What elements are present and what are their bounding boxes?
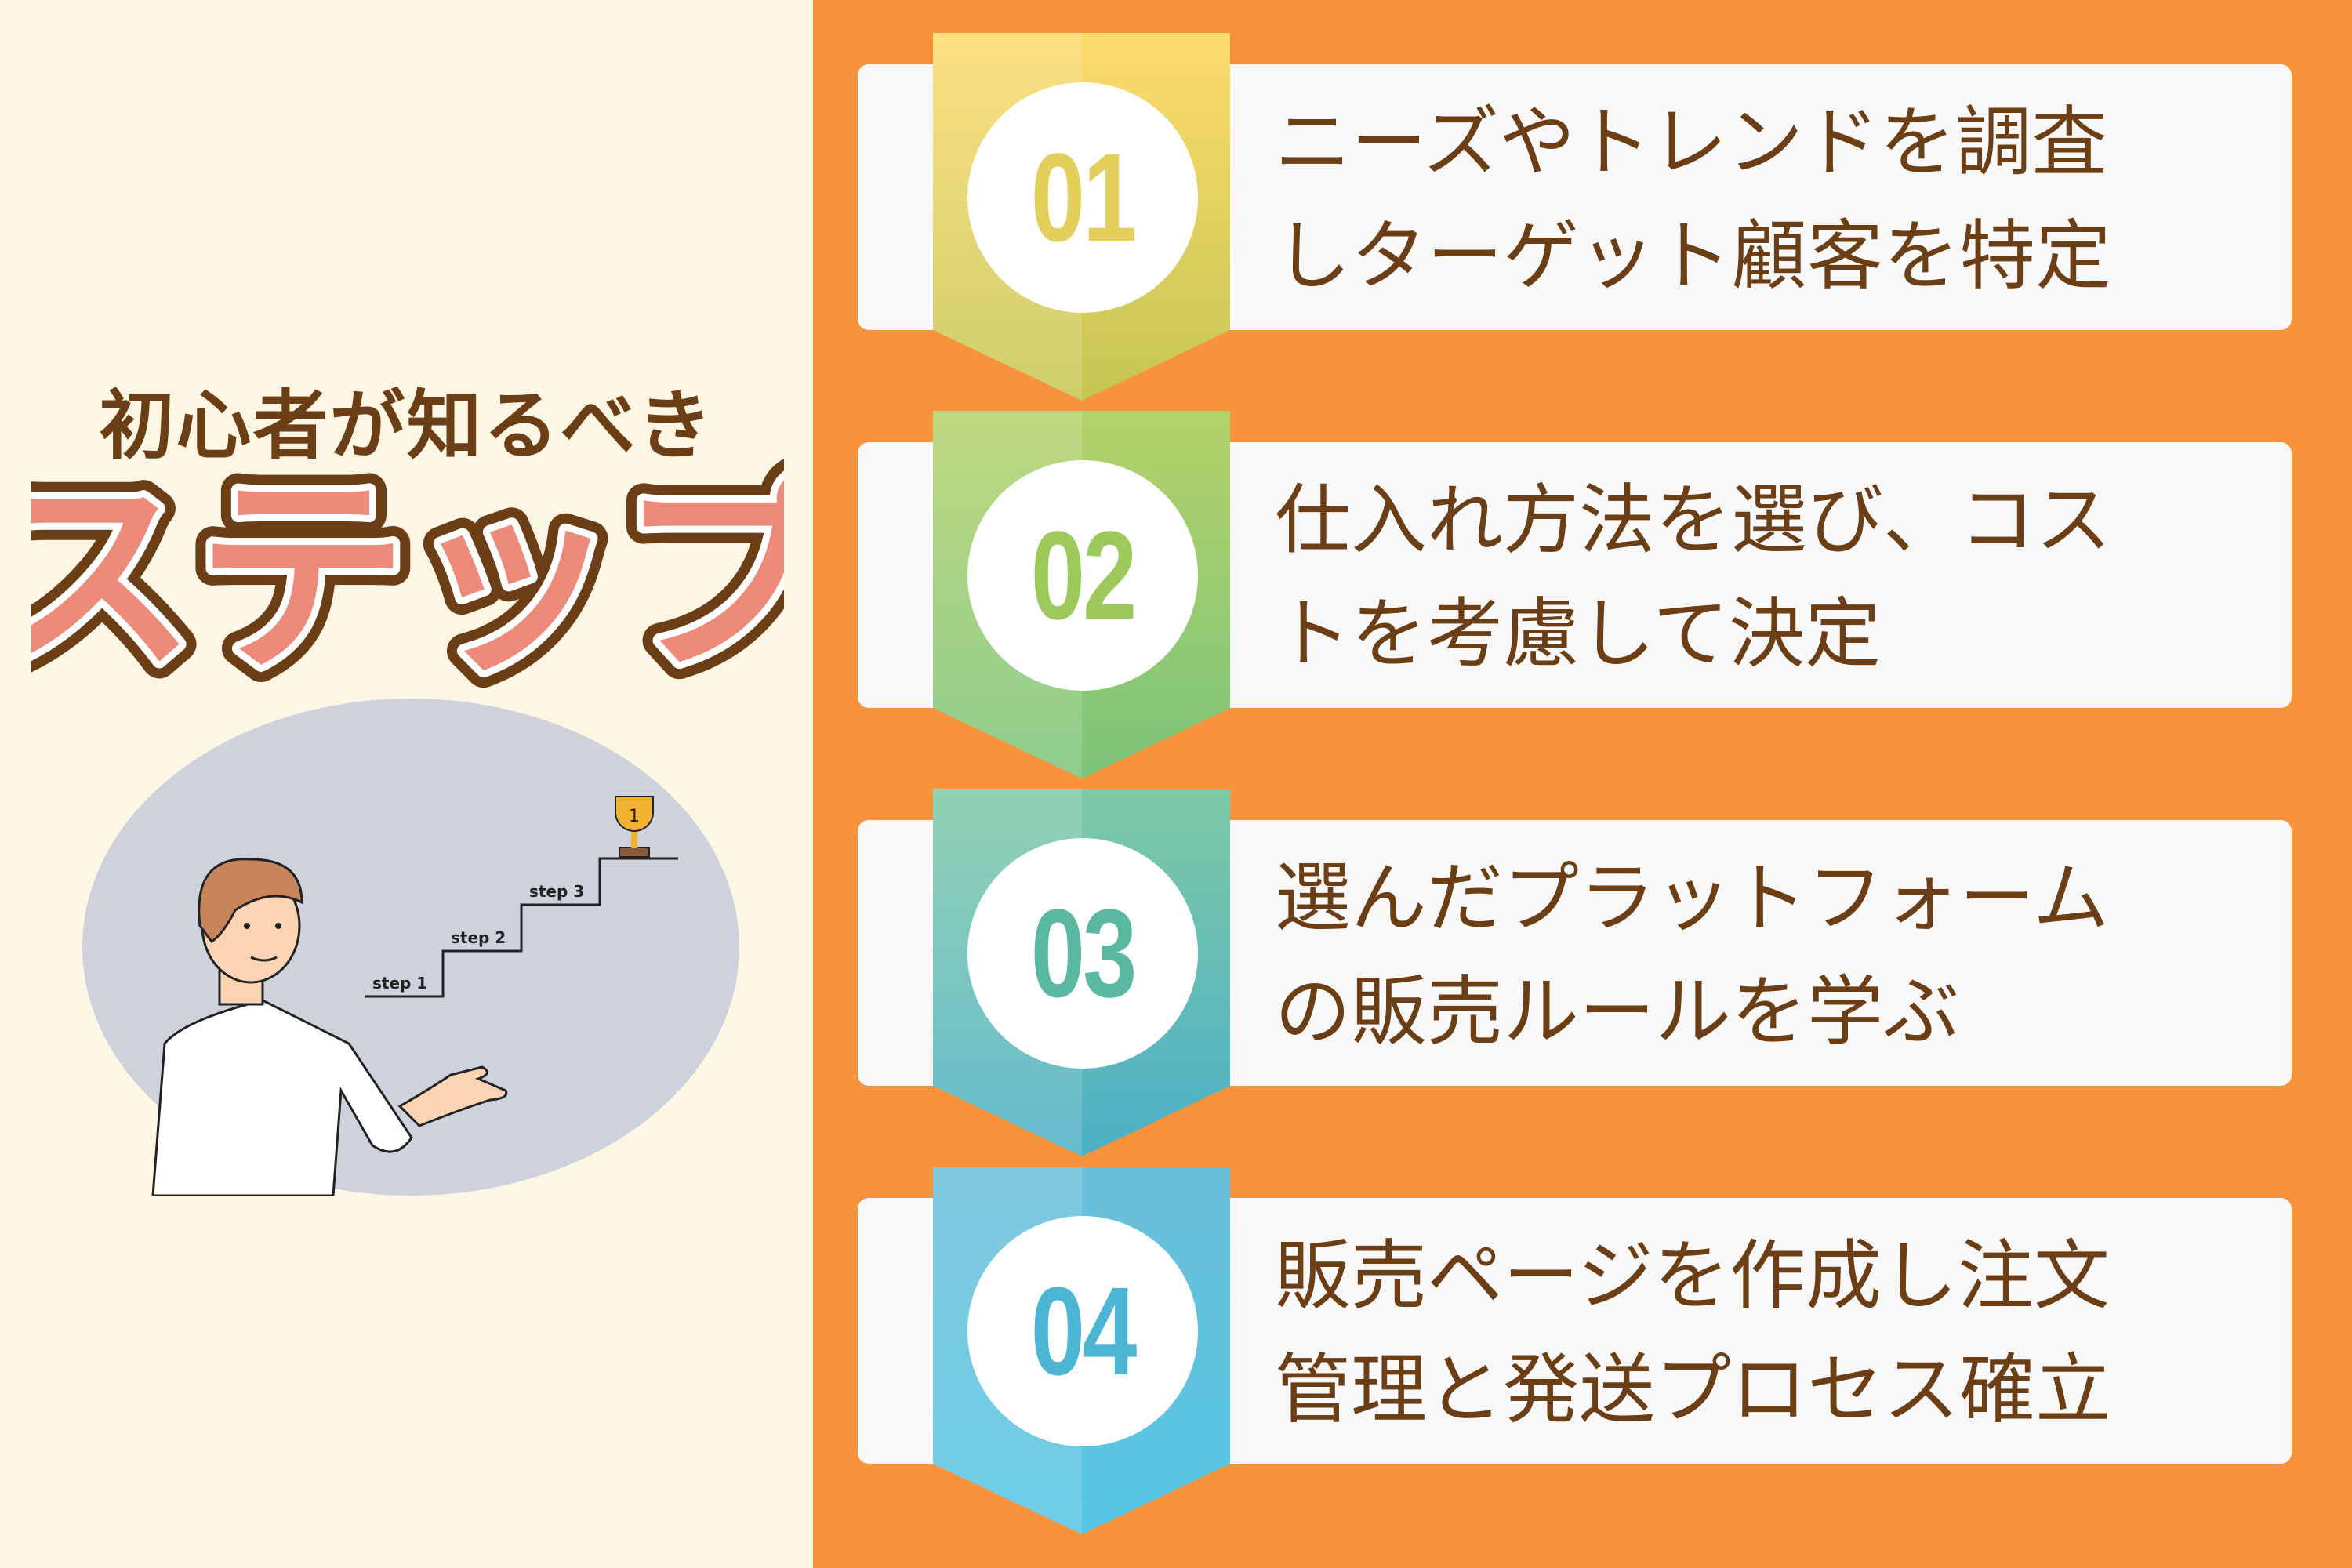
- step-number: 01: [1030, 127, 1138, 267]
- step-label: step 3: [529, 882, 584, 901]
- svg-text:ステップ: ステップ: [31, 455, 784, 690]
- step-text-line: 販売ページを作成し注文: [1275, 1232, 2111, 1320]
- step-number: 03: [1030, 883, 1138, 1023]
- person: [151, 858, 508, 1196]
- step-text-line: の販売ルールを学ぶ: [1275, 967, 1959, 1056]
- stairs: [365, 857, 678, 998]
- step-text-line: 管理と発送プロセス確立: [1275, 1345, 2111, 1434]
- step-label: step 2: [451, 928, 506, 947]
- svg-text:ステップ: ステップ: [31, 455, 784, 690]
- svg-text:1: 1: [629, 807, 640, 826]
- step-text-line: 選んだプラットフォーム: [1275, 854, 2110, 942]
- step-number-badge: 02: [967, 460, 1198, 691]
- step-text-line: しターゲット顧客を特定: [1275, 212, 2111, 300]
- subtitle: 初心者が知るべき: [99, 382, 714, 470]
- step-number-badge: 03: [967, 838, 1198, 1069]
- step-number: 04: [1030, 1261, 1138, 1401]
- step-number: 02: [1030, 505, 1138, 645]
- step-label: step 1: [372, 974, 427, 993]
- step-number-badge: 01: [967, 82, 1198, 313]
- step-text-line: 仕入れ方法を選び、コス: [1275, 476, 2111, 564]
- hero-title: ステップ ステップ ステップ: [31, 455, 784, 690]
- step-text-line: ニーズやトレンドを調査: [1275, 98, 2108, 187]
- svg-text:ステップ: ステップ: [31, 455, 784, 690]
- step-description: 選んだプラットフォーム の販売ルールを学ぶ: [1275, 841, 2263, 1069]
- step-description: 仕入れ方法を選び、コス トを考慮して決定: [1275, 463, 2263, 691]
- illustration-person-stairs: step 1 step 2 step 3 1: [82, 699, 739, 1196]
- step-description: ニーズやトレンドを調査 しターゲット顧客を特定: [1275, 85, 2263, 313]
- step-text-line: トを考慮して決定: [1275, 590, 1882, 678]
- trophy-icon: 1: [615, 796, 654, 858]
- step-description: 販売ページを作成し注文 管理と発送プロセス確立: [1275, 1219, 2263, 1446]
- step-number-badge: 04: [967, 1216, 1198, 1446]
